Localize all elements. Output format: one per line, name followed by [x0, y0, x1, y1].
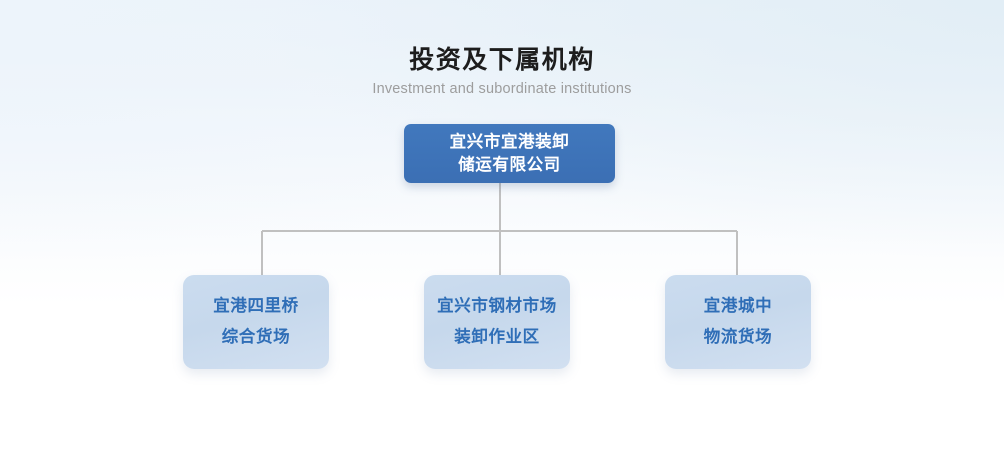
org-node-child-1-line-1: 宜兴市钢材市场	[437, 297, 557, 315]
org-node-child-2-line-2: 物流货场	[703, 328, 773, 346]
org-node-root[interactable]: 宜兴市宜港装卸 储运有限公司	[404, 124, 615, 183]
org-node-root-line-2: 储运有限公司	[458, 155, 561, 174]
org-node-child-0-line-1: 宜港四里桥	[213, 297, 299, 315]
org-node-child-2-line-1: 宜港城中	[703, 297, 773, 315]
chart-header: 投资及下属机构 Investment and subordinate insti…	[0, 44, 1004, 99]
org-node-child-1-line-2: 装卸作业区	[454, 328, 540, 346]
page-title: 投资及下属机构	[409, 46, 595, 74]
org-node-child-0[interactable]: 宜港四里桥 综合货场	[183, 275, 329, 369]
org-node-child-1[interactable]: 宜兴市钢材市场 装卸作业区	[424, 275, 570, 369]
page-subtitle: Investment and subordinate institutions	[372, 81, 632, 97]
org-node-root-line-1: 宜兴市宜港装卸	[449, 132, 570, 151]
org-node-child-0-line-2: 综合货场	[221, 328, 291, 346]
org-node-child-2[interactable]: 宜港城中 物流货场	[665, 275, 811, 369]
